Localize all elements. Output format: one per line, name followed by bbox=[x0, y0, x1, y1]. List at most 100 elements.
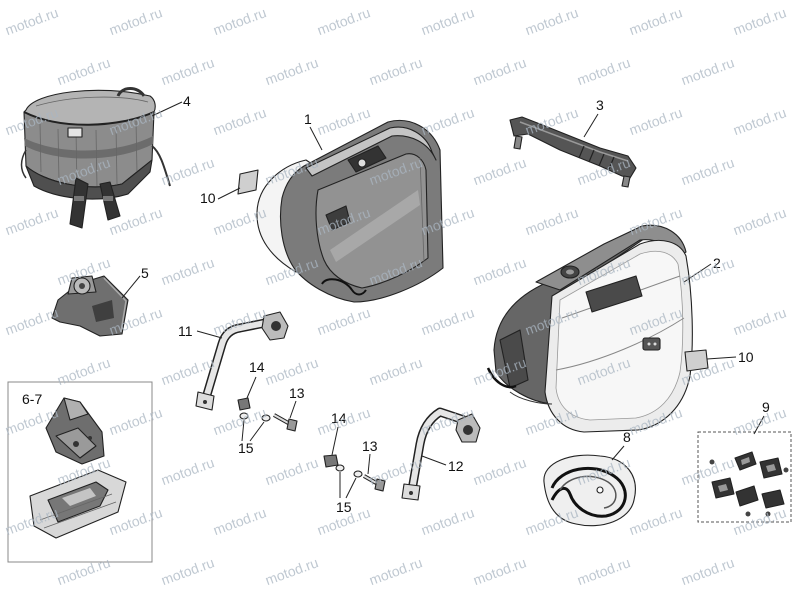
callout-4: 4 bbox=[183, 93, 191, 109]
tail-bag-handle bbox=[116, 87, 146, 97]
clip-screw bbox=[765, 511, 771, 517]
leader-line-14-right bbox=[331, 426, 339, 456]
lock-set-frame bbox=[7, 381, 153, 563]
right-pannier-lock-core bbox=[566, 269, 574, 275]
callout-1: 1 bbox=[304, 111, 312, 127]
callout-13-right: 13 bbox=[362, 438, 378, 454]
lock-set-border bbox=[7, 381, 153, 563]
callout-10-left: 10 bbox=[200, 190, 216, 206]
right-pannier-handle bbox=[585, 275, 643, 313]
callout-10-right: 10 bbox=[738, 349, 754, 365]
lock-assembly-hole bbox=[73, 441, 79, 447]
tail-bag-lid-ridge bbox=[35, 96, 149, 107]
clip-slot bbox=[718, 457, 776, 492]
callout-9: 9 bbox=[762, 399, 770, 415]
callout-8: 8 bbox=[623, 429, 631, 445]
lock-bracket-insert bbox=[62, 488, 96, 506]
grab-handle bbox=[509, 116, 637, 188]
bolt-right-shank-fill bbox=[363, 475, 379, 485]
mount-plate bbox=[51, 275, 129, 337]
clip bbox=[761, 489, 785, 509]
leader-line-2 bbox=[683, 263, 712, 283]
support-bracket-left bbox=[195, 311, 289, 411]
grab-handle-bar bbox=[509, 116, 637, 179]
callout-5: 5 bbox=[141, 265, 149, 281]
sticker-left bbox=[237, 169, 259, 195]
support-foot-hole bbox=[203, 400, 207, 404]
callout-15-left: 15 bbox=[238, 440, 254, 456]
clip-kit-border bbox=[697, 431, 792, 523]
callout-11: 11 bbox=[178, 323, 193, 339]
leader-line-12 bbox=[421, 455, 447, 466]
callout-2: 2 bbox=[713, 255, 721, 271]
callout-6-7: 6-7 bbox=[22, 391, 42, 407]
leader-line-9 bbox=[753, 415, 765, 435]
left-pannier-edge bbox=[419, 157, 425, 263]
support-tube-fill bbox=[203, 319, 271, 399]
leader-line-13-right bbox=[367, 453, 371, 475]
clip-screw bbox=[709, 459, 715, 465]
left-pannier-top-rim bbox=[305, 126, 437, 177]
bolt-left-head bbox=[286, 418, 298, 432]
grab-handle-post bbox=[621, 175, 631, 188]
left-pannier-handle bbox=[347, 145, 387, 173]
leader-line-11 bbox=[196, 330, 223, 339]
grab-handle-ridges bbox=[578, 145, 615, 170]
left-pannier-lock bbox=[357, 158, 367, 168]
leader-line-8 bbox=[611, 445, 625, 461]
tail-bag bbox=[20, 87, 171, 229]
tail-bag-base bbox=[25, 159, 153, 200]
tail-bag-tag bbox=[67, 127, 83, 138]
mount-plate-edge bbox=[103, 277, 127, 333]
callout-13-left: 13 bbox=[289, 385, 305, 401]
tail-bag-hook bbox=[20, 149, 27, 179]
mount-plate-knob-center bbox=[79, 283, 85, 289]
left-pannier-cable bbox=[321, 278, 367, 296]
callout-15-right: 15 bbox=[336, 499, 352, 515]
clip-screw bbox=[745, 511, 751, 517]
left-pannier-latch bbox=[325, 205, 351, 231]
right-pannier-badge-dot bbox=[653, 342, 657, 346]
tail-bag-piping bbox=[23, 111, 155, 126]
clip-kit bbox=[697, 431, 792, 523]
leader-line-5 bbox=[121, 275, 141, 299]
tail-bag-rib bbox=[39, 120, 138, 188]
washer-left-a bbox=[239, 412, 249, 420]
callout-12: 12 bbox=[448, 458, 464, 474]
lock-bracket bbox=[29, 469, 127, 539]
lock-assembly-top bbox=[63, 397, 89, 421]
tail-bag-strap-left bbox=[69, 177, 89, 229]
support-clamp-hole bbox=[271, 321, 281, 331]
support-bracket-right bbox=[401, 407, 481, 501]
clip bbox=[735, 485, 759, 507]
washer-left-b bbox=[261, 414, 271, 422]
right-pannier bbox=[486, 224, 693, 433]
tail-bag-side-strap bbox=[151, 145, 171, 187]
bolt-left-shank-fill bbox=[273, 414, 291, 425]
lock-bracket-ribs bbox=[39, 493, 117, 529]
clip-screw bbox=[783, 467, 789, 473]
leader-line-1 bbox=[309, 126, 323, 151]
cable-plug bbox=[596, 486, 604, 494]
support-foot-hole bbox=[409, 491, 413, 495]
tail-bag-buckle bbox=[74, 196, 84, 201]
fasteners-right bbox=[323, 454, 386, 492]
right-pannier-badge bbox=[642, 337, 661, 351]
nut-right bbox=[323, 454, 339, 468]
support-clamp-hole bbox=[463, 425, 473, 435]
leader-line-15-left bbox=[241, 419, 265, 442]
mount-plate-slot bbox=[92, 300, 114, 322]
right-pannier-cable bbox=[486, 367, 517, 389]
leader-line-4 bbox=[151, 101, 183, 117]
grab-handle-post bbox=[513, 135, 523, 150]
cable-loop bbox=[550, 466, 627, 518]
leader-line-15-right bbox=[339, 472, 357, 499]
washer-right-b bbox=[353, 470, 363, 478]
support-tube-fill bbox=[409, 409, 465, 491]
washer-right-a bbox=[335, 464, 345, 472]
callout-14-left: 14 bbox=[249, 359, 265, 375]
cable-set bbox=[543, 454, 636, 527]
leader-line-10-right bbox=[706, 356, 737, 360]
lock-assembly bbox=[45, 397, 105, 465]
